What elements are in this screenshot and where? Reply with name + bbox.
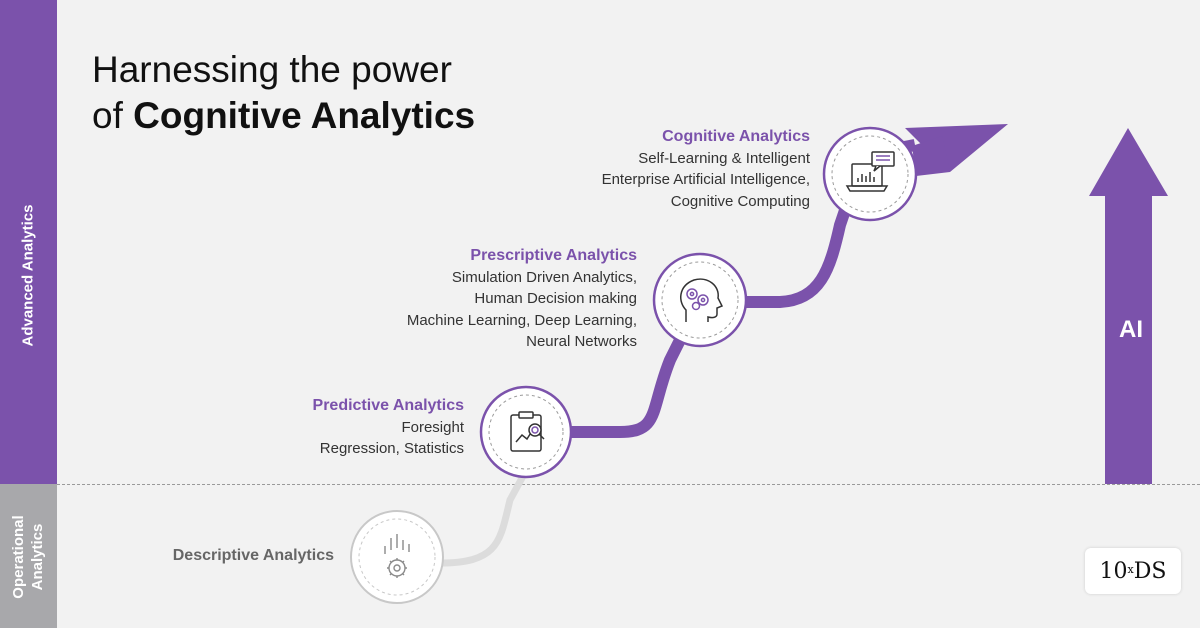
cognitive-line-2: Enterprise Artificial Intelligence, [601,171,810,188]
descriptive-title: Descriptive Analytics [172,547,334,564]
descriptive-text: Descriptive Analytics [134,545,334,567]
prescriptive-line-3: Machine Learning, Deep Learning, [406,311,637,329]
laptop-chat-icon [845,151,895,192]
predictive-text: Predictive Analytics Foresight Regressio… [244,395,464,460]
prescriptive-line-2: Human Decision making [474,290,637,307]
title-line-1: Harnessing the power [92,49,452,90]
logo-main: 10 [1099,558,1128,584]
prescriptive-title: Prescriptive Analytics [470,247,637,264]
predictive-line-1: Foresight [401,418,464,436]
title-prefix: of [92,95,134,136]
ai-label: AI [1119,316,1143,343]
page-title: Harnessing the power of Cognitive Analyt… [92,47,475,139]
advanced-analytics-band [0,0,57,484]
divider-line [57,484,1200,485]
growth-arrow-shaft-end [912,136,950,176]
cognitive-text: Cognitive Analytics Self-Learning & Inte… [530,126,810,212]
prescriptive-text: Prescriptive Analytics Simulation Driven… [337,245,637,353]
descriptive-circle [350,510,444,604]
logo-sup: x [1127,562,1134,576]
prescriptive-circle [652,252,748,348]
clipboard-search-icon [510,411,545,452]
logo-suffix: DS [1133,558,1167,584]
title-bold: Cognitive Analytics [133,95,476,136]
ai-arrow [1089,128,1168,484]
title-line-2: of Cognitive Analytics [92,93,475,139]
predictive-circle [479,385,573,479]
prescriptive-line-4: Neural Networks [526,333,637,350]
gear-chart-icon [384,534,410,578]
prescriptive-line-1: Simulation Driven Analytics, [451,268,637,286]
descriptive-connector [436,474,526,567]
operational-analytics-band [0,484,57,628]
predictive-line-2: Regression, Statistics [319,440,464,457]
head-gears-icon [680,278,724,322]
growth-arrowhead [905,124,1008,172]
cognitive-title: Cognitive Analytics [662,128,810,145]
predictive-title: Predictive Analytics [312,397,464,414]
cognitive-line-3: Cognitive Computing [670,192,810,210]
cognitive-line-1: Self-Learning & Intelligent [638,149,810,167]
